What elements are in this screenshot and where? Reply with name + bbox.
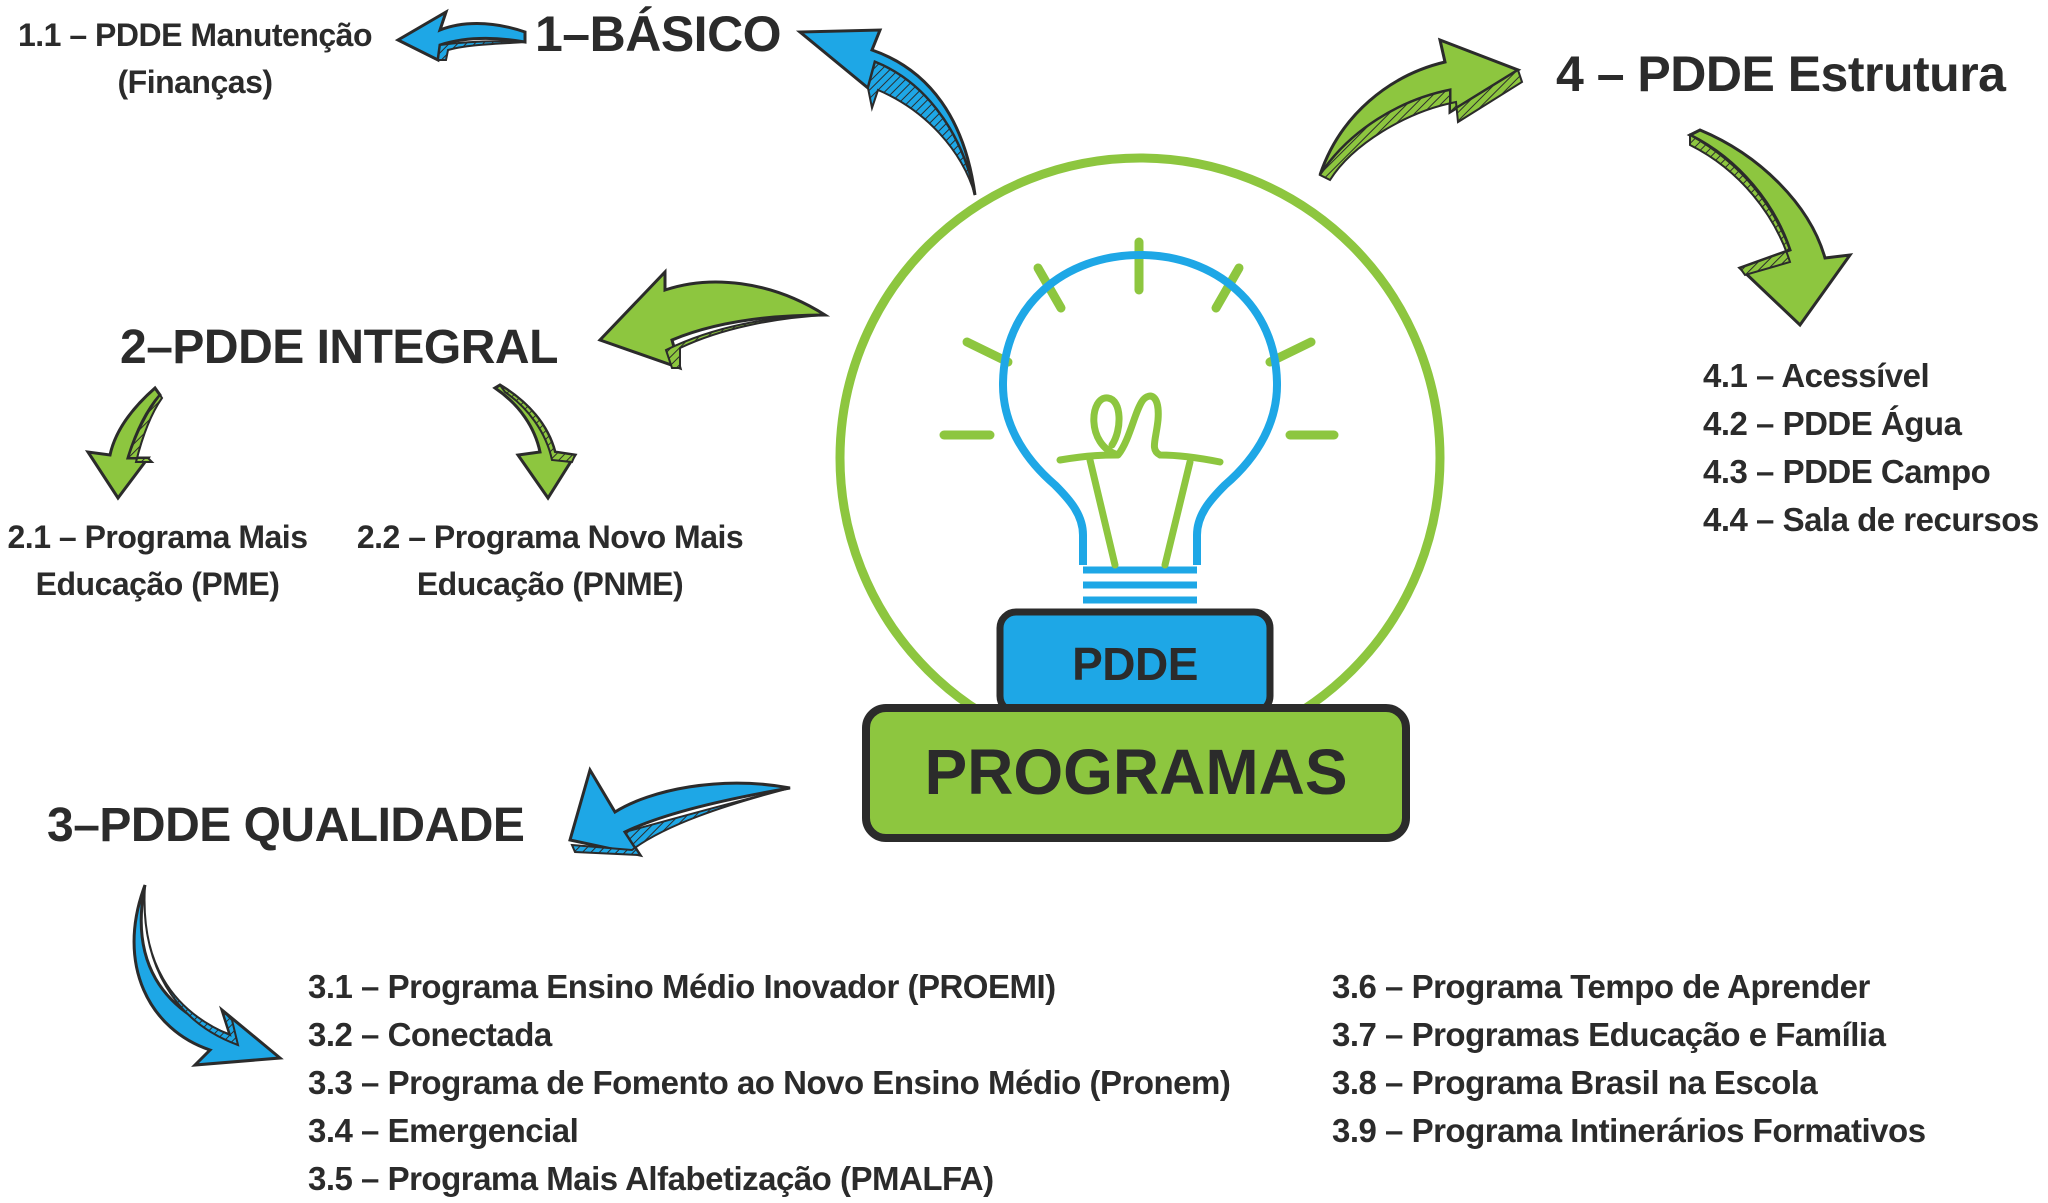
qualidade-item: 3.4 – Emergencial [308, 1112, 579, 1149]
basico-item-1: 1.1 – PDDE Manutenção [17, 17, 373, 53]
arrow-to-pme-icon [84, 385, 164, 501]
basico-item-2: (Finanças) [117, 64, 273, 100]
arrow-to-estrutura-icon [1318, 37, 1524, 182]
qualidade-list-left: 3.1 – Programa Ensino Médio Inovador (PR… [308, 963, 1231, 1203]
programas-label: PROGRAMAS [924, 736, 1348, 808]
estrutura-item: 4.2 – PDDE Água [1703, 405, 1962, 442]
qualidade-item: 3.6 – Programa Tempo de Aprender [1332, 968, 1870, 1005]
qualidade-item: 3.9 – Programa Intinerários Formativos [1332, 1112, 1926, 1149]
estrutura-item: 4.1 – Acessível [1703, 357, 1930, 394]
qualidade-title: 3–PDDE QUALIDADE [47, 799, 525, 852]
estrutura-title: 4 – PDDE Estrutura [1556, 46, 2006, 102]
integral-sub2: 2.2 – Programa Novo Mais Educação (PNME) [340, 514, 760, 608]
pdde-label: PDDE [1072, 638, 1198, 690]
basico-items: 1.1 – PDDE Manutenção (Finanças) [0, 12, 390, 106]
arrow-to-integral-icon [597, 268, 831, 371]
arrow-to-estrutura-items-icon [1686, 128, 1854, 328]
integral-sub1: 2.1 – Programa Mais Educação (PME) [0, 514, 315, 608]
programas-box [862, 704, 1410, 842]
arrow-to-qualidade-items-icon [132, 884, 284, 1067]
qualidade-list-right: 3.6 – Programa Tempo de Aprender 3.7 – P… [1332, 963, 1926, 1155]
basico-title: 1–BÁSICO [535, 6, 782, 62]
lightbulb-icon [998, 250, 1282, 604]
integral-sub1-line-1: 2.1 – Programa Mais [7, 519, 308, 555]
integral-sub2-line-2: Educação (PNME) [416, 566, 684, 602]
arrow-to-basico-icon [795, 28, 977, 196]
arrow-to-manutencao-icon [394, 8, 527, 63]
estrutura-list: 4.1 – Acessível 4.2 – PDDE Água 4.3 – PD… [1703, 352, 2039, 544]
integral-title: 2–PDDE INTEGRAL [120, 321, 558, 374]
qualidade-item: 3.5 – Programa Mais Alfabetização (PMALF… [308, 1160, 994, 1197]
qualidade-item: 3.1 – Programa Ensino Médio Inovador (PR… [308, 968, 1056, 1005]
qualidade-item: 3.8 – Programa Brasil na Escola [1332, 1064, 1818, 1101]
estrutura-item: 4.3 – PDDE Campo [1703, 453, 1991, 490]
arrow-to-qualidade-icon [568, 766, 791, 858]
qualidade-item: 3.2 – Conectada [308, 1016, 552, 1053]
qualidade-item: 3.7 – Programas Educação e Família [1332, 1016, 1886, 1053]
integral-sub2-line-1: 2.2 – Programa Novo Mais [356, 519, 744, 555]
estrutura-item: 4.4 – Sala de recursos [1703, 501, 2039, 538]
integral-sub1-line-2: Educação (PME) [35, 566, 280, 602]
qualidade-item: 3.3 – Programa de Fomento ao Novo Ensino… [308, 1064, 1231, 1101]
arrow-to-pnme-icon [492, 383, 578, 501]
